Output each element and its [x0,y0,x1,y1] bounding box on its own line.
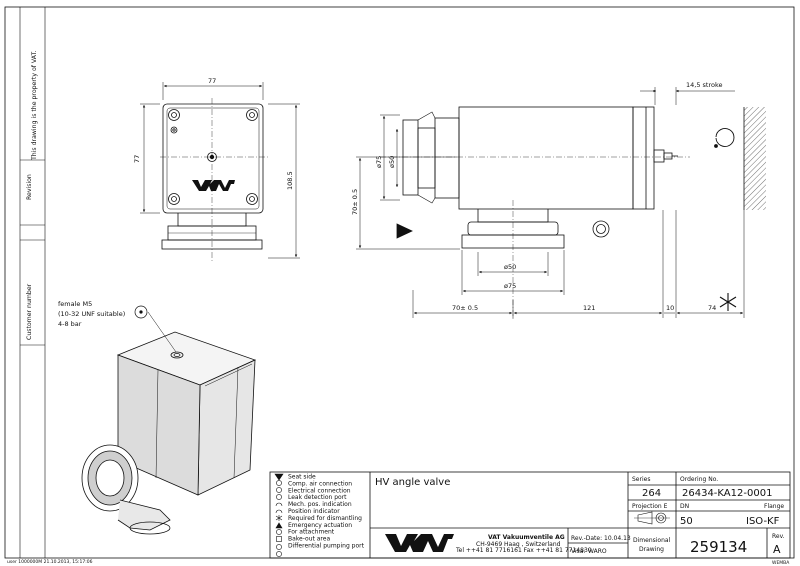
title-block [269,471,791,559]
legend-item: Position indicator [288,508,340,515]
differential-pumping-icon [276,544,282,550]
legend-item: Electrical connection [288,487,351,494]
property-note: This drawing is the property of VAT. [31,50,38,161]
emergency-actuation-icon [275,522,283,529]
port-marker [134,305,148,319]
drawing-type-line2: Drawing [639,546,664,553]
dn-label: DN [680,503,689,510]
visa-label: Visa: [571,548,585,555]
rev-label: Rev. [772,533,785,540]
port-note-line3: 4-8 bar [58,320,82,328]
dim-stroke: 14,5 stroke [686,81,723,89]
dim-base10: 10 [666,304,674,312]
drawing-type-line1: Dimensional [633,537,671,544]
port-note-line2: (10-32 UNF suitable) [58,310,125,318]
seat-side-triangle [396,223,413,239]
seat-side-icon [274,473,284,481]
legend-item: For attachment [288,529,335,536]
company-contact: Tel ++41 81 7716161 Fax ++41 81 7714830 [455,547,592,554]
dim-bottom-dia75: ø75 [504,282,516,290]
isometric-view [81,311,257,535]
series-value: 264 [642,488,661,499]
legend-item: Mech. pos. indication [288,501,352,508]
corner-screws [168,109,258,205]
visa-value: WARO [588,548,607,555]
legend-item: Leak detection port [288,494,347,501]
flange-value: ISO-KF [746,516,780,527]
dim-bottom-dia50: ø50 [504,263,516,271]
dn-value: 50 [680,516,693,527]
dismantling-asterisk [719,293,737,311]
side-view [356,87,766,320]
position-indicator-icon [275,509,283,514]
company-name: VAT Vakuumventile AG [488,534,565,541]
projection-label: Projection E [632,503,668,510]
legend-item: Required for dismantling [288,515,362,522]
top-view [140,82,300,262]
rev-date-value: 10.04.13 [604,535,631,542]
customer-number-label: Customer number [26,283,33,340]
rev-date-label: Rev.-Date: [571,535,602,542]
company-address: CH-9469 Haag , Switzerland [476,541,561,548]
footer-user-line: user 1000000M 21.10.2013, 15:17:06 [7,559,93,565]
ordering-value: 26434-KA12-0001 [682,488,772,499]
revision-label: Revision [26,174,33,200]
dim-height70: 70± 0.5 [351,189,359,215]
dim-base70: 70± 0.5 [452,304,478,312]
series-label: Series [632,476,650,483]
vat-logo-top [192,180,235,191]
legend-item: Differential pumping port [288,543,365,550]
drawing-title: HV angle valve [375,477,450,488]
projection-symbol-icon [634,511,670,525]
wall-hatch [744,107,766,210]
mech-pos-indication-icon [275,502,283,507]
dim-side-dia50: ø50 [388,156,396,168]
electrical-connection-icon [276,487,282,493]
rev-value: A [773,543,781,556]
dim-top-total: 108.5 [286,171,294,190]
footer-corner-code: WEMBA [772,560,790,566]
legend-item: Comp. air connection [288,480,352,487]
leak-detection-icon [276,494,282,500]
legend-item: Bake-out area [288,536,330,543]
side-body-front [458,106,634,210]
port-note-line1: female M5 [58,300,92,308]
dim-side-dia75: ø75 [375,156,383,168]
dim-base121: 121 [583,304,595,312]
bake-out-icon [276,536,282,542]
dim-top-width: 77 [208,77,216,85]
legend-item: Seat side [288,474,316,481]
legend-symbols [274,473,284,557]
vat-logo [385,534,454,552]
legend-item: Emergency actuation [288,522,352,529]
side-actuator [632,106,655,210]
side-strip: This drawing is the property of VAT. Rev… [19,7,46,558]
dim-base74: 74 [708,304,716,312]
air-connection-icon [276,480,282,486]
ordering-label: Ordering No. [680,476,718,483]
drawing-number: 259134 [690,538,747,556]
attachment-icon [276,529,282,535]
dim-top-height: 77 [133,155,141,163]
dismantling-icon [275,515,283,521]
top-body [162,103,264,214]
flange-label: Flange [764,503,784,510]
